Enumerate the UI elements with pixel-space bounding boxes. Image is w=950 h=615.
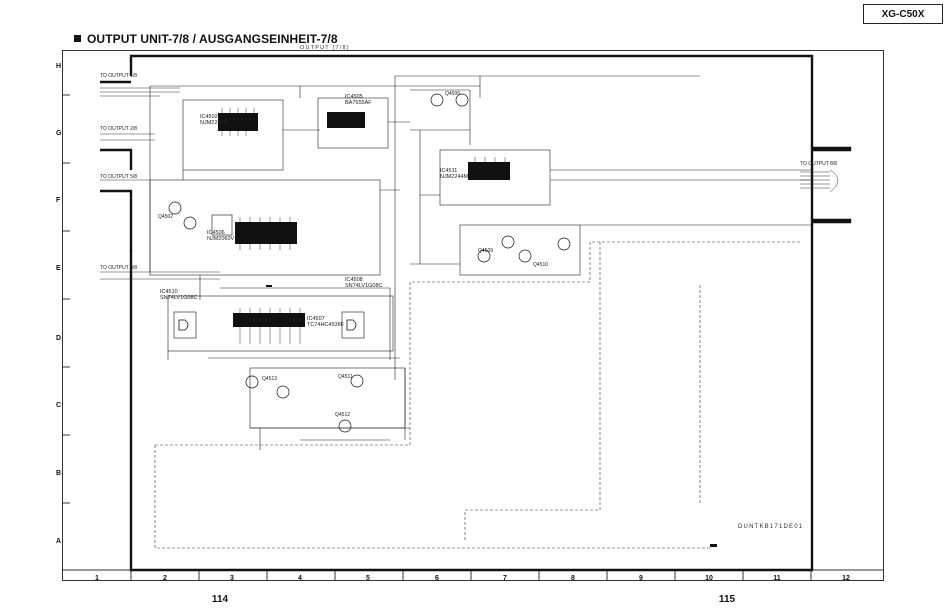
ic-label-ic4502: IC4502 NJM2244M — [200, 114, 228, 126]
transistor-label-q4510: Q4510 — [533, 262, 549, 268]
page-number-right: 115 — [718, 594, 736, 605]
page-number-left: 114 — [211, 594, 229, 605]
ic-label-ic4511: IC4511 NJM2244M — [440, 168, 468, 180]
col-label-6: 6 — [435, 575, 439, 582]
col-label-2: 2 — [163, 575, 167, 582]
gate-symbols — [178, 319, 357, 331]
right-connector — [800, 169, 839, 193]
ic-label-ic4507: IC4507 TC74HC4538F — [307, 316, 344, 328]
ic-part: NJM2244M — [440, 174, 469, 180]
ic-ref: IC4508 — [345, 277, 363, 283]
transistor-label-q4511: Q4511 — [338, 374, 353, 380]
transistor-label-q4513: Q4513 — [262, 376, 278, 382]
model-badge: XG-C50X — [863, 4, 943, 24]
ground-symbols — [266, 285, 717, 547]
connector-label-output-5: TO OUTPUT 5/8 — [100, 174, 138, 180]
row-label-d: D — [56, 335, 62, 342]
ic-part: NJM2244M — [200, 120, 229, 126]
ic-label-ic4510: IC4510 SN74LV1G08C — [160, 289, 198, 301]
ic-part: TC74HC4538F — [307, 322, 344, 328]
row-label-e: E — [56, 265, 61, 272]
ic-ref: IC4507 — [307, 316, 325, 322]
connector-label-output-3: TO OUTPUT 3/8 — [100, 265, 138, 271]
title-bullet-icon — [74, 35, 81, 42]
ic-label-ic4508: IC4508 SN74LV1G08C — [345, 277, 383, 289]
col-label-11: 11 — [773, 575, 781, 582]
ic-ref: IC4502 — [200, 114, 218, 120]
ic-part: BA7655AF — [345, 100, 372, 106]
connector-label-output-2: TO OUTPUT 2/8 — [100, 126, 138, 132]
dashed-traces — [154, 241, 800, 549]
transistor-symbols — [168, 93, 571, 433]
col-label-1: 1 — [95, 575, 99, 582]
row-label-f: F — [56, 197, 61, 204]
page-title: OUTPUT UNIT-7/8 / AUSGANGSEINHEIT-7/8 — [74, 32, 338, 46]
ic-part: NJM2060V — [207, 236, 235, 242]
connector-label-output-8: TO OUTPUT 8/8 — [800, 161, 838, 167]
transistor-label-q4509: Q4509 — [478, 248, 494, 254]
row-label-a: A — [56, 538, 62, 545]
gate-ic-bodies — [173, 214, 365, 339]
ic-ref: IC4510 — [160, 289, 178, 295]
row-label-b: B — [56, 470, 62, 477]
transistor-label-q4512: Q4512 — [335, 412, 351, 418]
diagram-subtitle: OUTPUT (7/8) — [300, 45, 350, 51]
ic-part: SN74LV1G08C — [345, 283, 383, 289]
ic-label-ic4505: IC4505 BA7655AF — [345, 94, 372, 106]
row-label-c: C — [56, 402, 62, 409]
ic-ref: IC4506 — [207, 230, 225, 236]
col-label-9: 9 — [639, 575, 643, 582]
signal-traces — [149, 75, 812, 450]
row-label-h: H — [56, 63, 62, 70]
board-code: DUNTKB171DE01 — [738, 524, 804, 530]
col-label-5: 5 — [366, 575, 370, 582]
pin-ticks — [221, 108, 506, 344]
ic-label-ic4506: IC4506 NJM2060V — [207, 230, 234, 242]
col-label-8: 8 — [571, 575, 575, 582]
col-label-4: 4 — [298, 575, 302, 582]
row-label-g: G — [56, 130, 62, 137]
transistor-label-q4502: Q4502 — [158, 214, 174, 220]
board-outline — [129, 54, 852, 572]
ic-bodies — [218, 112, 510, 327]
page-title-text: OUTPUT UNIT-7/8 / AUSGANGSEINHEIT-7/8 — [87, 32, 338, 46]
schematic-frame — [62, 50, 884, 581]
col-label-7: 7 — [503, 575, 507, 582]
ic-ref: IC4505 — [345, 94, 363, 100]
left-bus-bars — [100, 80, 133, 252]
col-label-12: 12 — [842, 575, 850, 582]
col-label-3: 3 — [230, 575, 234, 582]
ic-ref: IC4511 — [440, 168, 458, 174]
connector-label-output-1: TO OUTPUT 1/8 — [100, 73, 138, 79]
ic-part: SN74LV1G08C — [160, 295, 198, 301]
col-label-10: 10 — [705, 575, 713, 582]
transistor-label-q4506: Q4506 — [445, 91, 461, 97]
left-connector-lines — [100, 87, 220, 280]
